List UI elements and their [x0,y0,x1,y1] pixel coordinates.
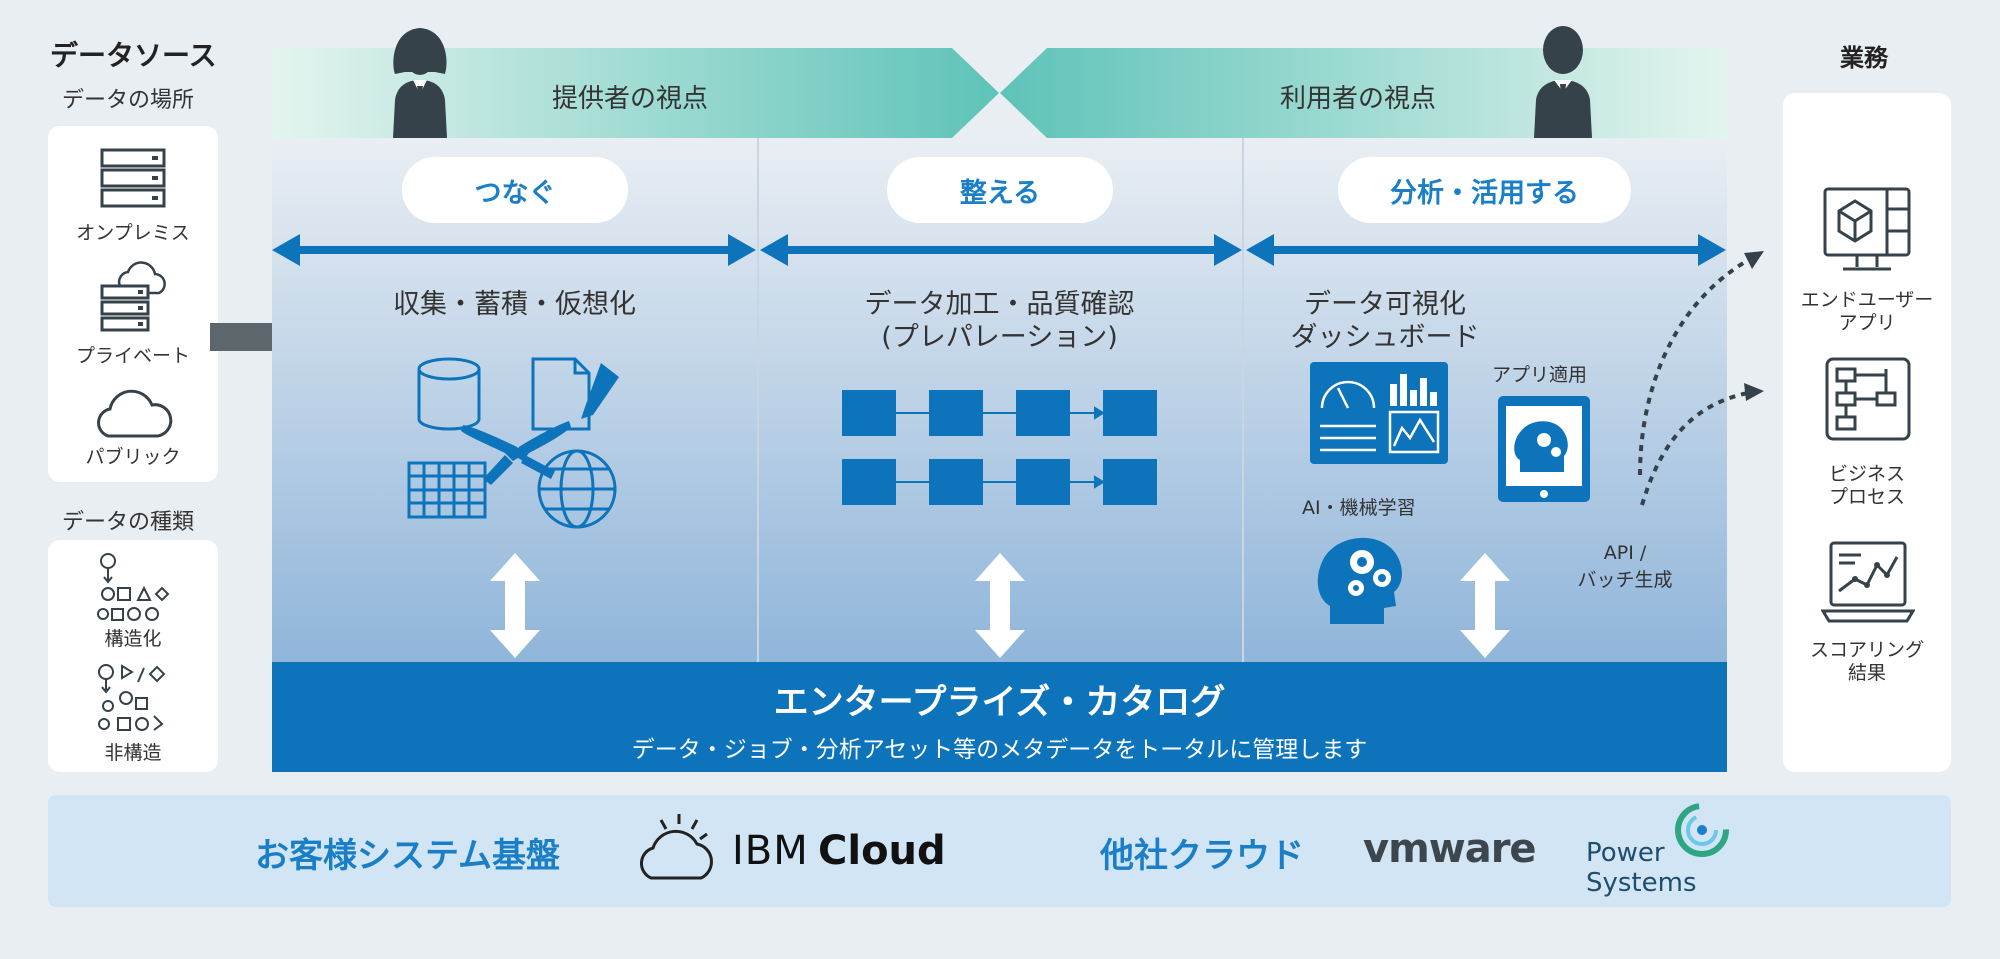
scoring-laptop-icon [1821,541,1915,623]
platform-bar [48,795,1951,907]
enterprise-catalog [272,662,1727,772]
scoring-result-label: スコアリング [1809,639,1924,661]
server-icon [100,148,166,208]
systems-text: Systems [1586,868,1697,898]
dashboard-icon [1310,362,1448,464]
column-divider [757,138,759,664]
vertical-arrow-icon [1460,553,1510,658]
provider-person-icon [393,28,447,138]
other-cloud-label: 他社クラウド [1100,836,1304,876]
power-text: Power [1586,838,1665,868]
private-cloud-icon [100,261,166,332]
location-onpremise: オンプレミス [76,222,190,244]
unstructured-icon [98,664,166,731]
business-process-label: ビジネス [1828,463,1905,485]
flow-arrows [272,234,1726,266]
collect-heading: 収集・蓄積・仮想化 [393,289,636,320]
ibm-cloud-logo-icon [640,814,713,880]
location-private: プライベート [75,345,190,367]
power-systems-logo-icon [1675,803,1729,857]
vertical-arrow-icon [975,553,1025,658]
step-analyze-pill: 分析・活用する [1338,157,1631,223]
structured-icon [97,553,170,621]
api-label: API / [1603,542,1647,564]
data-types-label: データの種類 [62,510,195,535]
catalog-title: エンタープライズ・カタログ [773,683,1226,723]
tablet-ai-icon [1498,396,1590,502]
ai-ml-label: AI・機械学習 [1302,497,1416,519]
column-divider [1242,138,1244,664]
ai-head-icon [1317,537,1402,624]
business-panel: エンドユーザー アプリ ビジネス プロセス スコアリング 結果 [1783,93,1951,772]
prepare-subheading: (プレパレーション) [881,322,1118,353]
batch-label: バッチ生成 [1577,569,1673,591]
data-location-panel: オンプレミス プライベート パブリック [48,126,218,482]
step-prepare-pill: 整える [887,157,1113,223]
business-title: 業務 [1840,44,1888,72]
step-connect-pill: つなぐ [402,157,628,223]
location-public: パブリック [85,446,181,468]
type-unstructured: 非構造 [104,742,162,764]
app-apply-label: アプリ適用 [1492,364,1588,386]
type-structured: 構造化 [104,628,162,650]
visualize-heading: データ可視化 [1304,289,1466,320]
monitor-cube-icon [1823,187,1911,271]
prepare-heading: データ加工・品質確認 [864,289,1135,320]
dashboard-heading: ダッシュボード [1290,322,1480,353]
vertical-arrow-icon [490,553,540,658]
dotted-output-arrows [1638,251,1764,506]
pipeline-diagram [842,390,1162,510]
cloud-text: Cloud [818,828,946,874]
data-integration-icon [407,357,619,529]
user-viewpoint: 利用者の視点 [1280,84,1437,114]
enduser-app-label: エンドユーザー [1800,289,1934,311]
ibm-text: IBM [732,828,809,874]
data-location-label: データの場所 [62,88,195,113]
vmware-logo: vmware [1363,826,1537,872]
business-process-label2: プロセス [1828,486,1905,508]
public-cloud-icon [97,389,173,438]
catalog-subtitle: データ・ジョブ・分析アセット等のメタデータをトータルに管理します [631,737,1368,763]
data-types-panel: 構造化 非構造 [48,540,218,772]
enduser-app-label2: アプリ [1838,312,1896,334]
viewpoint-banner [272,48,1727,138]
business-process-icon [1825,357,1911,441]
data-source-title: データソース [50,39,217,72]
provider-viewpoint: 提供者の視点 [552,84,709,114]
customer-platform-label: お客様システム基盤 [255,836,560,876]
scoring-result-label2: 結果 [1847,662,1886,684]
user-person-icon [1534,26,1592,138]
